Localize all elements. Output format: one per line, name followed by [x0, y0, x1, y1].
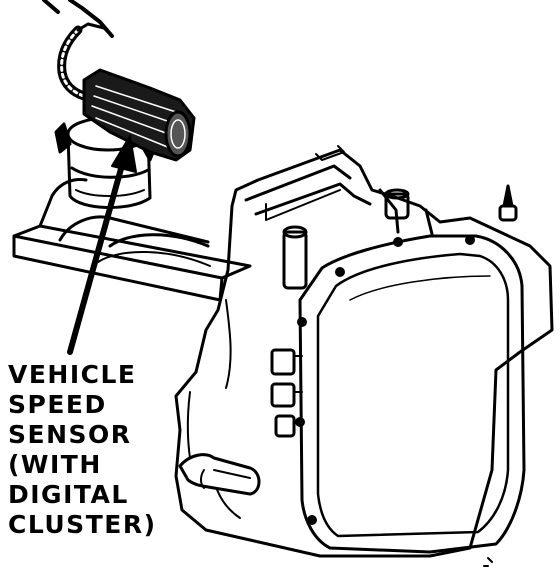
callout-line: (WITH: [8, 450, 102, 479]
callout-arrow: [67, 135, 137, 355]
transmission-case: [174, 145, 554, 558]
pan-side-fittings: [270, 348, 303, 438]
wiring-harness: [42, 0, 114, 101]
breather-tube: [282, 225, 308, 290]
vent-fitting: [498, 184, 518, 222]
vehicle-speed-sensor-label: VEHICLE SPEED SENSOR (WITH DIGITAL CLUST…: [8, 360, 157, 540]
tick-mark: [483, 557, 493, 567]
callout-line: SPEED: [8, 390, 107, 419]
speed-sensor-connector: [82, 68, 196, 162]
output-shaft-housing: [12, 178, 252, 302]
oil-pan: [295, 234, 526, 554]
callout-line: SENSOR: [8, 420, 132, 449]
callout-line: DIGITAL: [8, 480, 129, 509]
callout-line: CLUSTER): [8, 510, 157, 539]
bolt-post: [384, 188, 410, 220]
drain-lever: [178, 453, 261, 496]
callout-line: VEHICLE: [8, 360, 137, 389]
